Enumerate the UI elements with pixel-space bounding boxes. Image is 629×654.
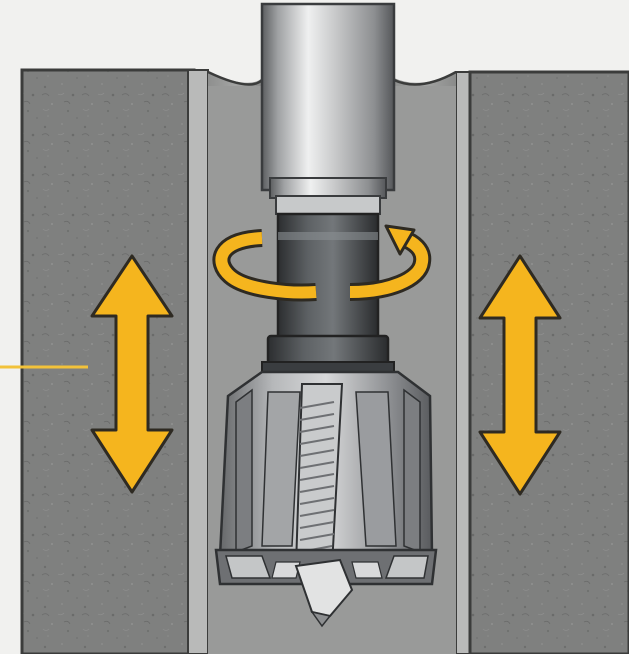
drill-shaft [260,2,396,215]
right-wall [455,70,629,654]
rotation-arrow-icon [212,224,432,302]
double-headed-vertical-arrow-icon [90,254,174,494]
spindle-collar [261,212,395,375]
left-wall [20,68,209,654]
double-headed-vertical-arrow-icon [478,254,562,496]
annular-cutter [214,370,438,628]
